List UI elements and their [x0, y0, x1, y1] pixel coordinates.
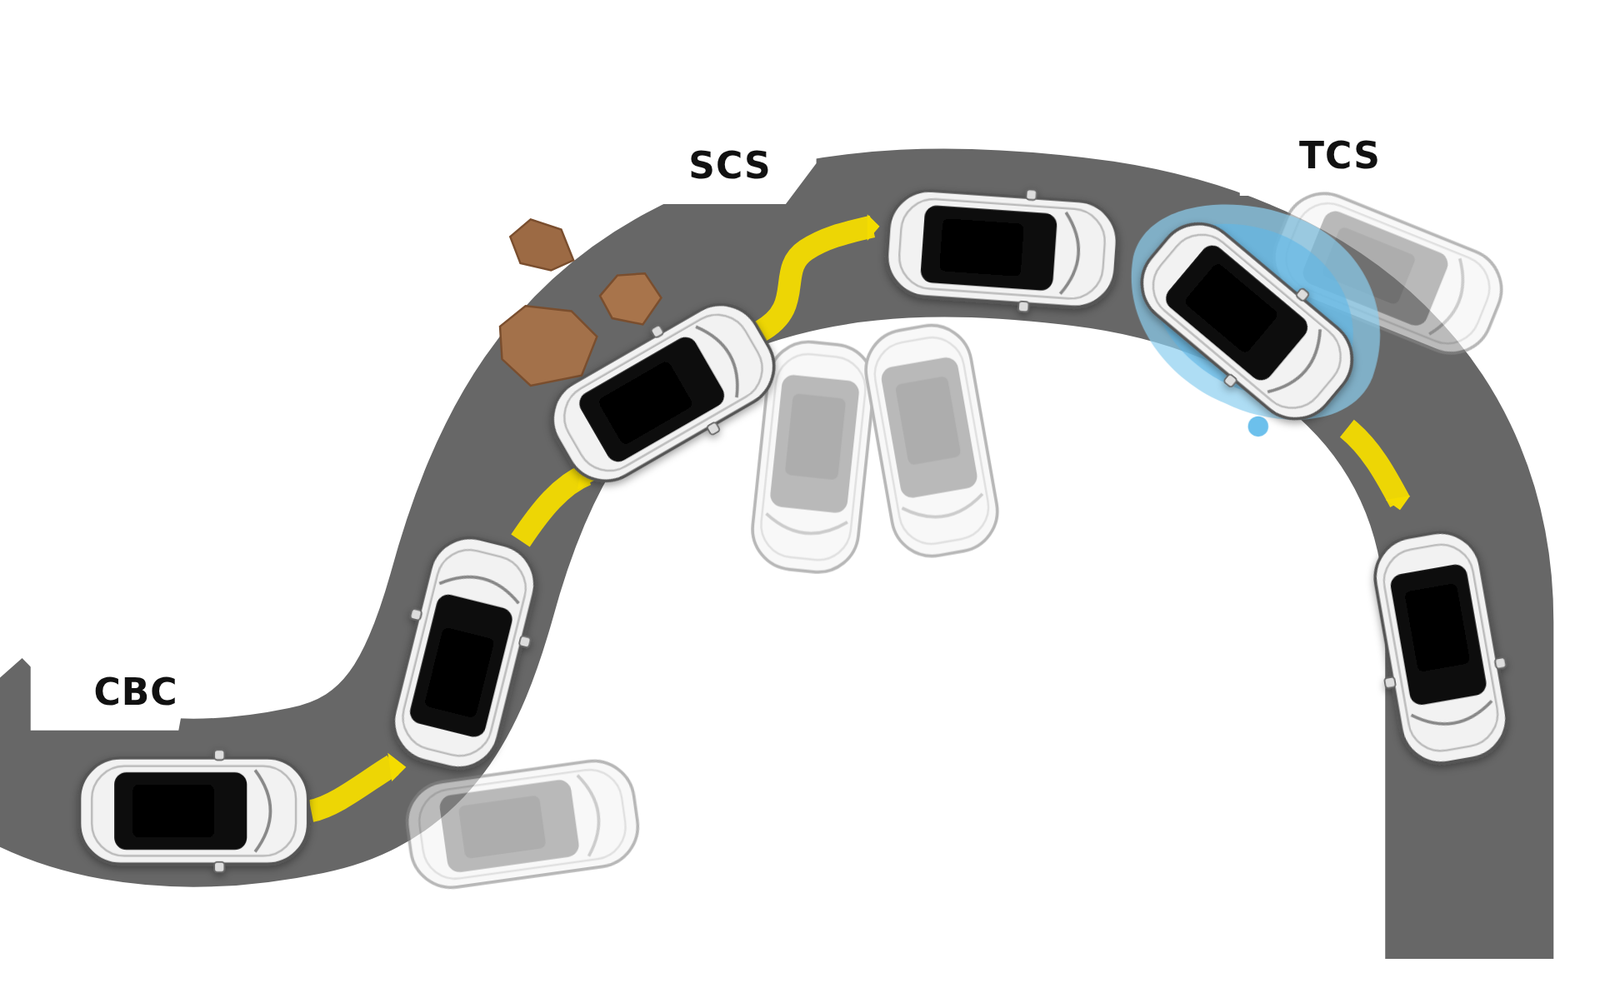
system-label: TCS: [1299, 134, 1381, 177]
system-label: CBC: [93, 670, 178, 714]
system-label: SCS: [688, 144, 772, 187]
